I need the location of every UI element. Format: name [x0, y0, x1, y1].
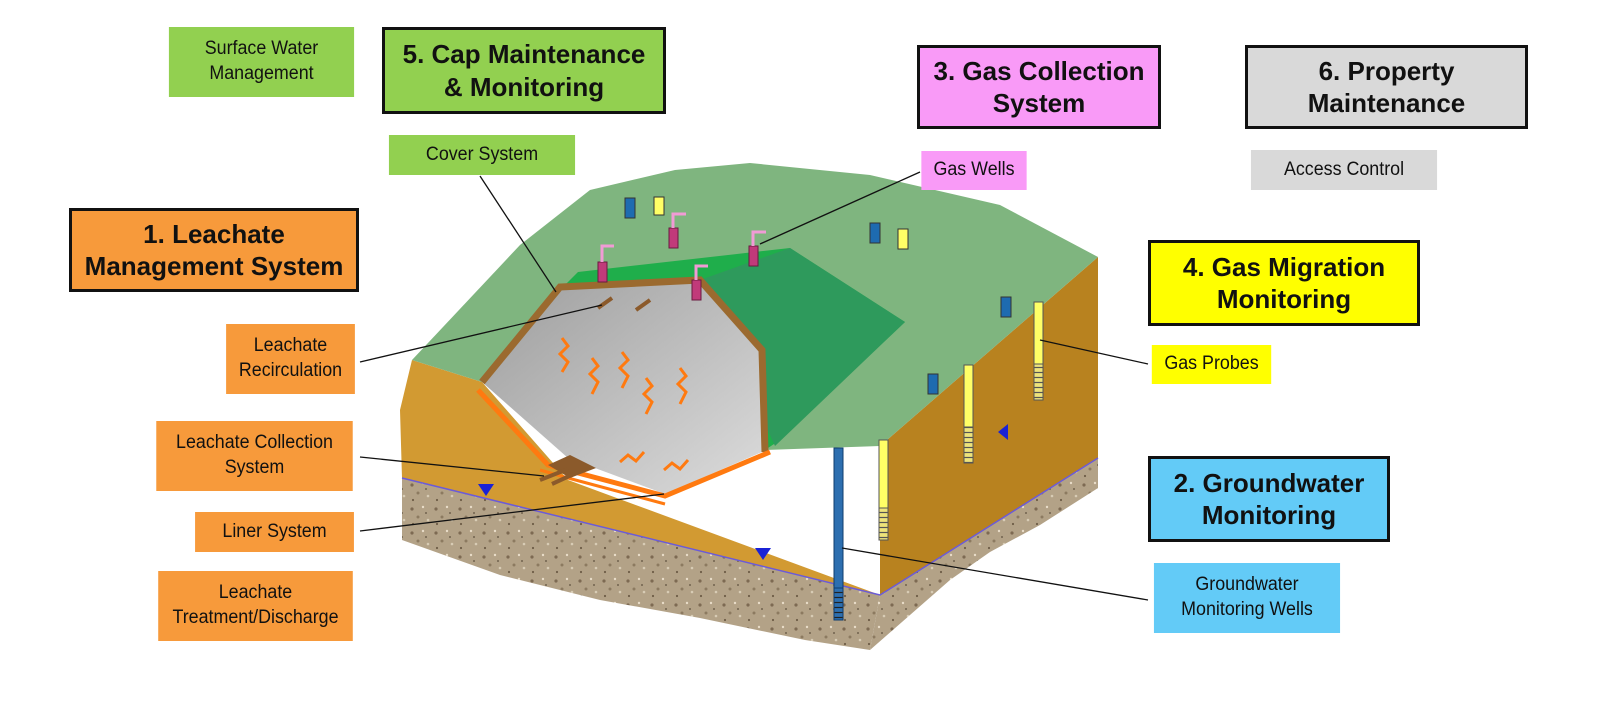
recirculation-pipe	[634, 298, 652, 312]
gas-probes-label: Gas Probes	[1151, 345, 1272, 384]
property-maintenance-title: 6. Property Maintenance	[1245, 45, 1528, 129]
gas-well-pipes	[600, 212, 766, 280]
collection-sump	[548, 455, 596, 478]
gravel-layer-right	[870, 458, 1098, 650]
cover-system-label: Cover System	[388, 135, 576, 175]
cap-maintenance-title: 5. Cap Maintenance & Monitoring	[382, 27, 666, 114]
water-table-marker	[998, 424, 1008, 440]
surface-water-label: Surface Water Management	[168, 27, 355, 97]
leachate-collection-label: Leachate Collection System	[156, 421, 353, 491]
liner-system-label: Liner System	[195, 512, 354, 552]
gas-migration-title: 4. Gas Migration Monitoring	[1148, 240, 1420, 326]
leachate-arrows	[557, 337, 690, 472]
gas-well-icons	[597, 227, 759, 301]
water-table-marker	[755, 548, 771, 560]
leachate-recirculation-label: Leachate Recirculation	[226, 324, 355, 394]
recirculation-pipe	[596, 296, 614, 310]
water-table-line	[401, 457, 1099, 596]
groundwater-wells-label: Groundwater Monitoring Wells	[1153, 563, 1341, 633]
water-table-marker	[478, 484, 494, 496]
monitoring-caps	[624, 196, 1012, 395]
gravel-layer-front	[402, 478, 880, 650]
access-control-label: Access Control	[1250, 150, 1438, 190]
gas-wells-label: Gas Wells	[921, 151, 1027, 190]
gas-probes	[878, 301, 1044, 541]
liner	[476, 388, 771, 499]
groundwater-well	[833, 447, 844, 621]
groundwater-monitoring-title: 2. Groundwater Monitoring	[1148, 456, 1390, 542]
cap-slope	[700, 248, 905, 446]
soil-front-face	[400, 360, 880, 595]
gas-collection-title: 3. Gas Collection System	[917, 45, 1161, 129]
leachate-treatment-label: Leachate Treatment/Discharge	[158, 571, 353, 641]
leader-lines	[359, 171, 1149, 601]
collection-pipe	[551, 470, 579, 486]
leachate-management-title: 1. Leachate Management System	[69, 208, 359, 292]
collection-pipe	[539, 467, 569, 482]
